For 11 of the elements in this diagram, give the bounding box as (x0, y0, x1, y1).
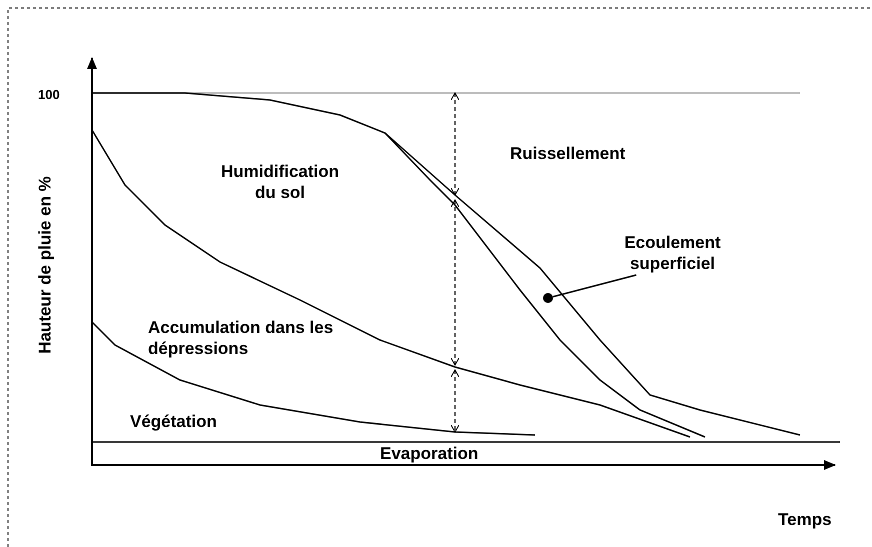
region-label: Accumulation dans les dépressions (148, 317, 334, 359)
region-label: Ruissellement (510, 143, 626, 164)
leader-line (552, 274, 636, 298)
region-label: Evaporation (380, 443, 478, 464)
axis-title: Temps (778, 509, 832, 530)
region-label: Humidification du sol (220, 161, 340, 203)
axis-title: Hauteur de pluie en % (34, 176, 56, 354)
callout-label: Ecoulement superficiel (623, 232, 722, 274)
region-label: Végétation (130, 411, 217, 432)
axis-tick-label: 100 (38, 86, 60, 104)
dot-marker (543, 293, 553, 303)
